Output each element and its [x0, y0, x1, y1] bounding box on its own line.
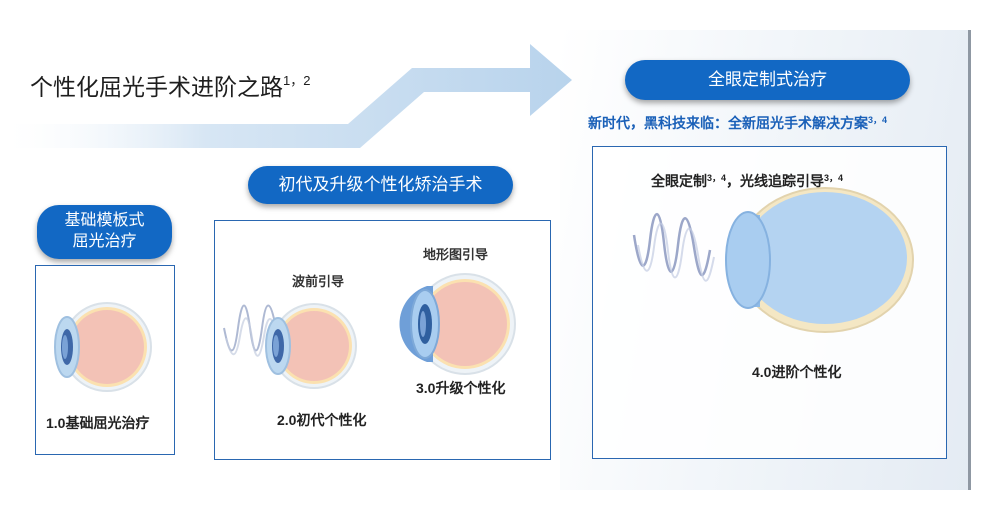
- eye-diagram-full-eye-icon: [725, 187, 914, 333]
- page-title: 个性化屈光手术进阶之路1，2: [30, 73, 311, 100]
- stage2-label: 2.0初代个性化: [277, 412, 367, 428]
- eye-diagram-basic-icon: [54, 302, 152, 392]
- eye-diagram-topography-icon: [399, 273, 516, 375]
- badge-basic-line2: 屈光治疗: [72, 233, 137, 250]
- new-era-subtitle: 新时代，黑科技来临：全新屈光手术解决方案3，4: [588, 115, 888, 131]
- badge-total-eye-custom: 全眼定制式治疗: [625, 60, 910, 100]
- eye-diagram-wavefront-icon: [265, 303, 357, 389]
- stage4-label: 4.0进阶个性化: [752, 364, 842, 380]
- slide-edge-line: [968, 30, 971, 490]
- badge-basic-line1: 基础模板式: [64, 212, 145, 229]
- wavefront-wave-icon: [223, 304, 279, 357]
- stage2-caption: 波前引导: [292, 274, 345, 289]
- progress-arrow-shape: [8, 44, 572, 148]
- ray-tracing-wave-icon: [632, 213, 715, 282]
- badge-basic-template: 基础模板式 屈光治疗: [37, 205, 172, 259]
- badge-upgrade-custom: 初代及升级个性化矫治手术: [248, 166, 513, 204]
- stage4-caption: 全眼定制3，4，光线追踪引导3，4: [651, 173, 844, 189]
- stage3-label: 3.0升级个性化: [416, 380, 506, 396]
- stage3-caption: 地形图引导: [423, 247, 489, 262]
- stage1-label: 1.0基础屈光治疗: [46, 415, 150, 431]
